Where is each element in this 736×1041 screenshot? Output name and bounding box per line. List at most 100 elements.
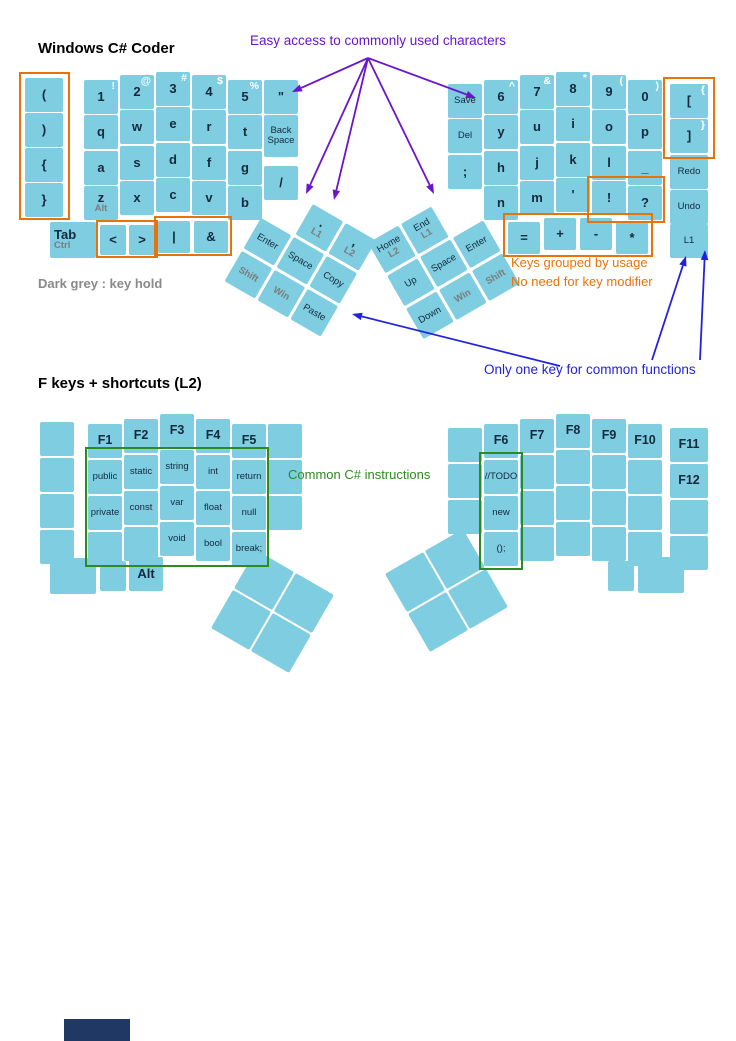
shift-legend: %: [249, 80, 259, 92]
key-legend: public: [92, 471, 118, 483]
key-legend: F10: [634, 433, 656, 448]
key-legend: r: [206, 119, 212, 135]
key-legend: /: [279, 175, 283, 191]
key-symbol: {: [25, 148, 63, 182]
key-legend: 5: [241, 89, 249, 105]
key-symbol: =: [508, 222, 540, 254]
key-blank: [592, 491, 626, 525]
shift-legend: }: [700, 119, 705, 131]
key-blank: [448, 428, 482, 462]
key-blank: [40, 494, 74, 528]
key-legend: v: [205, 190, 213, 206]
key-blank: [556, 522, 590, 556]
hold-legend: Alt: [94, 203, 108, 215]
key-var: var: [160, 486, 194, 520]
key-symbol: +: [544, 218, 576, 250]
key-redo: Redo: [670, 155, 708, 189]
key-legend: i: [571, 116, 575, 132]
key-legend: break;: [235, 543, 263, 555]
key-f5: F5: [232, 424, 266, 458]
key-legend: const: [129, 502, 153, 514]
key-symbol: |: [158, 221, 190, 253]
key-2: @2: [120, 75, 154, 109]
key-del: Del: [448, 119, 482, 153]
key-legend: static: [129, 466, 153, 478]
key-blank: [268, 460, 302, 494]
key-legend: var: [170, 497, 184, 509]
key-legend: 6: [497, 89, 505, 105]
key-legend: |: [172, 229, 176, 245]
annotation-one-key: Only one key for common functions: [484, 362, 696, 377]
key-return: return: [232, 460, 266, 494]
key-legend: >: [138, 232, 146, 248]
key-s: s: [120, 146, 154, 180]
key-e: e: [156, 107, 190, 141]
key-legend: Alt: [137, 566, 155, 582]
key-legend: return: [236, 471, 262, 483]
key-legend: {: [41, 157, 47, 173]
key-legend: =: [520, 230, 528, 246]
key-blank: [40, 458, 74, 492]
key-legend: b: [241, 195, 249, 211]
key-const: const: [124, 491, 158, 525]
key-null: null: [232, 496, 266, 530]
key-f11: F11: [670, 428, 708, 462]
key-legend: 8: [569, 81, 577, 97]
key-legend: o: [605, 119, 613, 135]
key-legend: x: [133, 190, 141, 206]
key-legend: F1: [97, 433, 113, 448]
key-symbol: <: [100, 225, 126, 255]
key-blank: [50, 558, 96, 594]
key-legend: d: [169, 152, 177, 168]
shift-legend: *: [582, 72, 587, 84]
key-legend: &: [206, 229, 216, 245]
f-layer-title: F keys + shortcuts (L2): [38, 375, 202, 392]
shift-legend: {: [700, 84, 705, 96]
key-symbol: &: [194, 221, 228, 253]
key-legend: m: [531, 190, 543, 206]
key-legend: s: [133, 155, 141, 171]
key-int: int: [196, 455, 230, 489]
key-legend: F7: [529, 428, 545, 443]
key-symbol: ;: [448, 155, 482, 189]
key-private: private: [88, 496, 122, 530]
key-l: l: [592, 146, 626, 180]
annotation-csharp-instructions: Common C# instructions: [288, 467, 431, 482]
key-a: a: [84, 151, 118, 185]
key-f12: F12: [670, 464, 708, 498]
key-legend: n: [497, 195, 505, 211]
key-legend: ]: [686, 128, 692, 144]
key-1: !1: [84, 80, 118, 114]
shift-legend: ^: [508, 80, 515, 92]
key-legend: 9: [605, 84, 613, 100]
key-x: x: [120, 181, 154, 215]
key-legend: Back Space: [267, 125, 295, 146]
key-float: float: [196, 491, 230, 525]
key-legend: c: [169, 187, 177, 203]
key-legend: null: [241, 507, 257, 519]
key-legend: 3: [169, 81, 177, 97]
key-g: g: [228, 151, 262, 185]
key-legend: a: [97, 160, 105, 176]
key-undo: Undo: [670, 190, 708, 224]
key-legend: f: [206, 155, 212, 171]
key-legend: void: [168, 533, 186, 545]
key-u: u: [520, 110, 554, 144]
key-blank: [592, 455, 626, 489]
key-blank: [638, 557, 684, 593]
key-f10: F10: [628, 424, 662, 458]
key-legend: _: [641, 160, 649, 176]
key-legend: j: [535, 155, 539, 171]
key-legend: Del: [457, 130, 473, 142]
key-legend: ': [571, 187, 575, 203]
key-f1: F1: [88, 424, 122, 458]
shift-legend: !: [111, 80, 116, 92]
shift-legend: (: [619, 75, 624, 87]
key-legend: bool: [204, 538, 222, 550]
key-alt: Alt: [129, 557, 163, 591]
annotation-easy-access: Easy access to commonly used characters: [250, 33, 506, 48]
key-string: string: [160, 450, 194, 484]
main-layer-title: Windows C# Coder: [38, 40, 175, 57]
key-f2: F2: [124, 419, 158, 453]
